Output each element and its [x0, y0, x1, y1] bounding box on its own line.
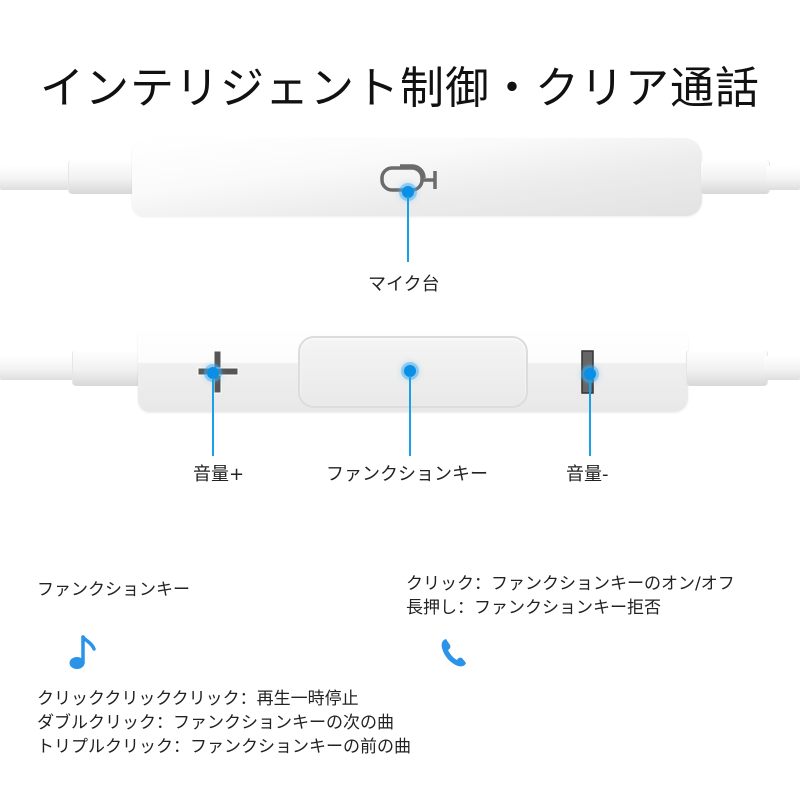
right-cable: [764, 356, 800, 380]
call-controls-list: クリック：ファンクションキーのオン/オフ 長押し：ファンクションキー拒否: [406, 572, 735, 620]
call-control-line: クリック：ファンクションキーのオン/オフ: [406, 574, 735, 594]
function-key-leader-line: [409, 376, 411, 456]
volume-down-leader-line: [589, 380, 591, 456]
left-cable-sleeve: [68, 160, 136, 194]
volume-down-label: 音量-: [566, 464, 609, 485]
phone-icon: [441, 639, 466, 667]
right-cable-sleeve: [686, 350, 768, 386]
music-control-line: トリプルクリック：ファンクションキーの前の曲: [37, 737, 411, 757]
music-note-icon: [69, 635, 96, 669]
volume-up-label: 音量+: [193, 464, 245, 485]
volume-up-indicator-dot: [207, 367, 219, 379]
mic-indicator-dot: [402, 186, 414, 198]
page-title: インテリジェント制御・クリア通話: [40, 63, 760, 114]
volume-down-indicator-dot: [584, 368, 596, 380]
call-control-line: 長押し：ファンクションキー拒否: [406, 598, 661, 618]
left-cable: [0, 166, 72, 190]
right-cable: [766, 166, 800, 190]
music-control-line: クリッククリッククリック：再生一時停止: [37, 689, 359, 709]
left-cable: [0, 356, 76, 380]
function-key-indicator-dot: [404, 365, 416, 377]
right-cable-sleeve: [700, 160, 770, 194]
music-control-line: ダブルクリック：ファンクションキーの次の曲: [37, 713, 394, 733]
mic-leader-line: [407, 196, 409, 262]
function-key-label: ファンクションキー: [326, 464, 488, 485]
volume-up-leader-line: [212, 378, 214, 456]
music-controls-list: クリッククリッククリック：再生一時停止 ダブルクリック：ファンクションキーの次の…: [37, 687, 411, 759]
mic-label: マイク台: [368, 274, 440, 295]
mic-remote-body: [132, 138, 702, 216]
music-section-heading: ファンクションキー: [37, 580, 190, 600]
left-cable-sleeve: [72, 350, 142, 386]
